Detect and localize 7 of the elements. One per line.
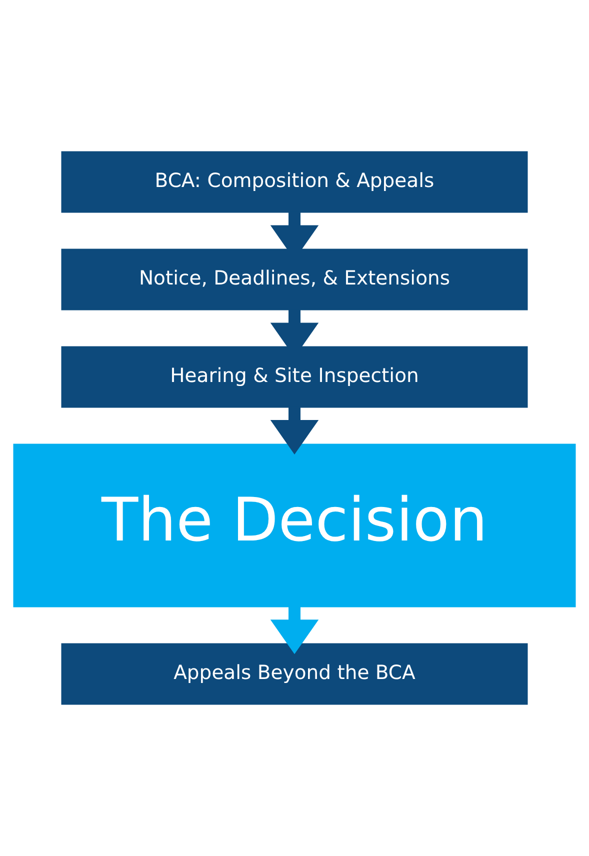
node-box: Hearing & Site Inspection	[61, 346, 528, 408]
node-box: Notice, Deadlines, & Extensions	[61, 248, 528, 310]
node-box: The Decision	[13, 444, 576, 608]
node-box: Appeals Beyond the BCA	[61, 643, 528, 705]
arrow	[270, 407, 319, 454]
arrow	[270, 606, 319, 654]
node-box: BCA: Composition & Appeals	[61, 151, 528, 213]
